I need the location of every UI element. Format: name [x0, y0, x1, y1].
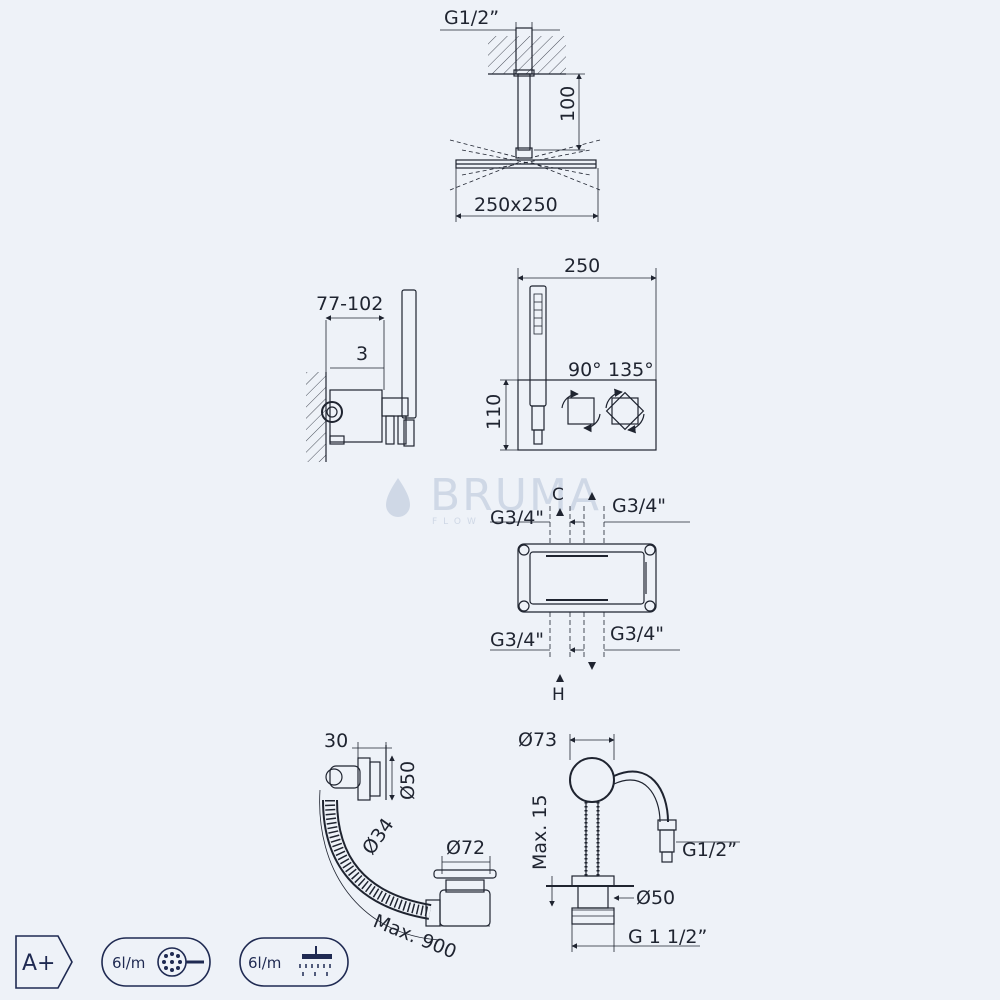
- hand-shower-icon: [157, 947, 204, 977]
- valve-top-right: G3/4": [612, 495, 666, 517]
- right-knob: [605, 391, 645, 431]
- left-knob: [567, 397, 595, 425]
- filler-body: [569, 757, 615, 803]
- hose-dia: Ø34: [358, 814, 398, 859]
- filler-body-dia: Ø73: [518, 729, 557, 751]
- hot-label: H: [552, 685, 565, 705]
- shower-head-drawing: G1/2” 100 250x250: [440, 7, 601, 222]
- energy-badge: A+: [15, 935, 73, 989]
- front-width: 250: [564, 255, 600, 277]
- flange-dia: Ø50: [636, 887, 675, 909]
- valve-housing: [517, 543, 657, 613]
- drop-icon: [386, 478, 410, 517]
- front-view-drawing: 90° 135° 250 110: [483, 255, 657, 451]
- shower-arm: [517, 73, 531, 151]
- side-depth-range: 77-102: [316, 293, 383, 315]
- shower-arm-length: 100: [557, 86, 579, 122]
- valve-box: [329, 389, 383, 443]
- outlet-thread: G 1 1/2”: [628, 926, 707, 948]
- energy-class: A+: [22, 951, 55, 976]
- shower-head-icon: [299, 946, 332, 976]
- control-plate: [517, 379, 657, 451]
- angle-label-1: 90°: [568, 359, 602, 381]
- shower-thread-label: G1/2”: [444, 7, 499, 29]
- filler-thread: G1/2”: [682, 839, 737, 861]
- overflow-dia: Ø50: [397, 761, 419, 800]
- bath-filler-drawing: G1/2” Ø73 Max. 15 Ø50 G 1 1/2”: [518, 729, 740, 952]
- cold-label: C: [552, 485, 564, 505]
- valve-bottom-left: G3/4": [490, 629, 544, 651]
- valve-top-left: G3/4": [490, 507, 544, 529]
- overflow-elbow: [329, 765, 361, 789]
- valve-body-drawing: C G3/4" G3/4" H G3/4" G3/4": [490, 485, 690, 705]
- side-view-drawing: 77-102 3: [306, 289, 417, 462]
- wall-hatch: [306, 372, 326, 462]
- hand-flow-badge: 6l/m: [101, 937, 211, 987]
- hand-shower-front: [529, 285, 547, 407]
- shower-head-size: 250x250: [474, 194, 558, 216]
- waste-dia: Ø72: [446, 837, 485, 859]
- filler-hose: [613, 770, 669, 823]
- head-flow-badge: 6l/m: [239, 937, 349, 987]
- hose-length: Max. 900: [370, 910, 459, 963]
- angle-label-2: 135°: [608, 359, 654, 381]
- hand-flow-rate: 6l/m: [112, 954, 145, 972]
- valve-bottom-right: G3/4": [610, 623, 664, 645]
- overflow-waste-drawing: 30 Ø50 Ø34 Ø72 Max. 900: [319, 730, 497, 963]
- watermark-brand: BRUMA: [430, 470, 601, 521]
- watermark-tagline: FLOW: [432, 517, 482, 527]
- brand-watermark: BRUMA FLOW: [386, 470, 601, 527]
- side-offset: 3: [356, 343, 368, 365]
- hand-shower-side: [401, 289, 417, 419]
- front-height: 110: [483, 394, 505, 430]
- filler-height: Max. 15: [529, 794, 551, 870]
- overflow-depth: 30: [324, 730, 348, 752]
- ceiling-hatch: [488, 36, 566, 74]
- head-flow-rate: 6l/m: [248, 954, 281, 972]
